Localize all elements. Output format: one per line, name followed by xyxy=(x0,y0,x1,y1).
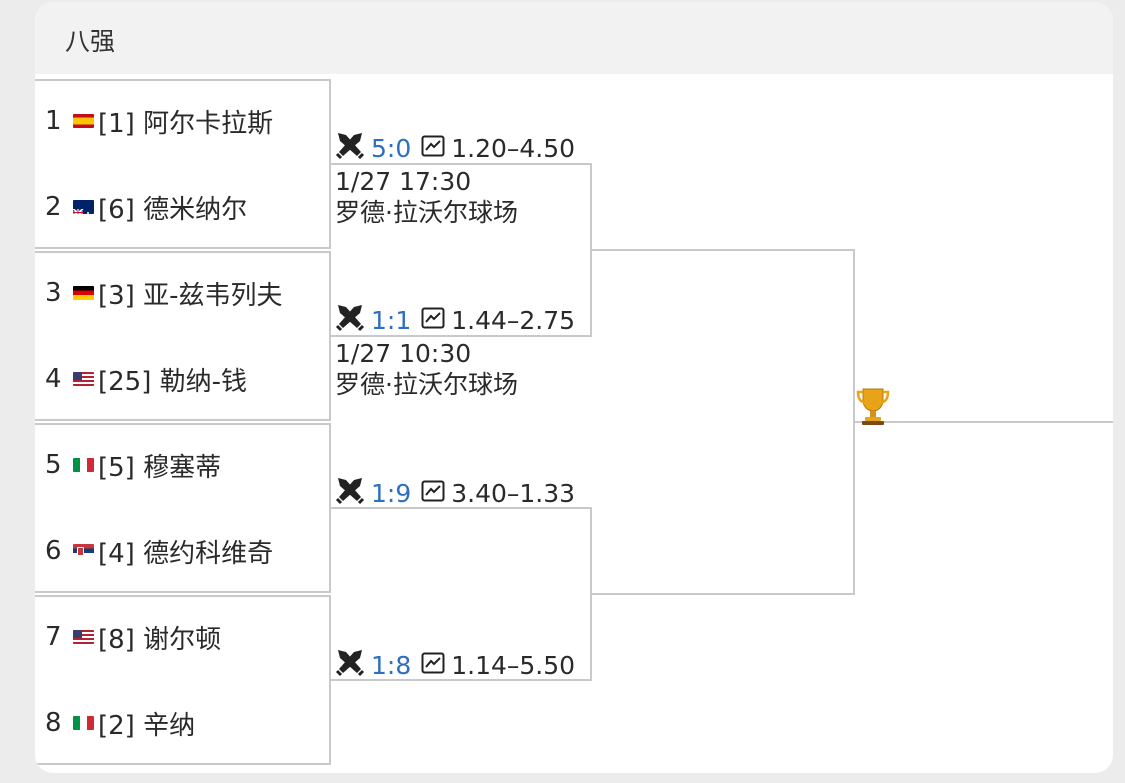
player-row[interactable]: 8 [2] 辛纳 xyxy=(45,703,195,743)
bracket-line xyxy=(590,507,592,681)
match-score[interactable]: 5:0 xyxy=(371,133,412,163)
player-name: [1] 阿尔卡拉斯 xyxy=(98,108,274,139)
australia-flag-icon xyxy=(73,200,94,214)
match-score[interactable]: 1:9 xyxy=(371,478,412,508)
player-row[interactable]: 7 [8] 谢尔顿 xyxy=(45,617,221,657)
match-time: 1/27 10:30 xyxy=(335,339,472,368)
player-name: [5] 穆塞蒂 xyxy=(98,452,222,483)
player-number: 3 xyxy=(45,278,62,308)
germany-flag-icon xyxy=(73,286,94,300)
bracket-line xyxy=(590,163,592,337)
player-name: [6] 德米纳尔 xyxy=(98,194,248,225)
player-row[interactable]: 5 [5] 穆塞蒂 xyxy=(45,445,221,485)
match-pair-1[interactable]: 1 [1] 阿尔卡拉斯 2 [6] 德米纳尔 xyxy=(35,79,331,249)
line-chart-icon xyxy=(421,306,445,335)
bracket-line xyxy=(853,249,855,595)
round-title: 八强 xyxy=(65,27,116,56)
player-row[interactable]: 2 [6] 德米纳尔 xyxy=(45,187,247,227)
player-number: 8 xyxy=(45,708,62,738)
match-pair-4[interactable]: 7 [8] 谢尔顿 8 [2] 辛纳 xyxy=(35,595,331,765)
match-time: 1/27 17:30 xyxy=(335,167,472,196)
match-odds: 1.14–5.50 xyxy=(451,650,576,680)
player-row[interactable]: 4 [25] 勒纳-钱 xyxy=(45,359,247,399)
crossed-swords-icon xyxy=(335,647,365,683)
match-odds: 1.44–2.75 xyxy=(451,305,576,335)
player-number: 5 xyxy=(45,450,62,480)
italy-flag-icon xyxy=(73,716,94,730)
match-schedule-2: 1/27 10:30 罗德·拉沃尔球场 xyxy=(335,338,518,400)
bracket-card: 八强 1 [1] 阿尔卡拉斯 2 [6] 德米纳尔 3 [3] 亚-兹韦列夫 xyxy=(35,2,1113,773)
player-list: 1 [1] 阿尔卡拉斯 2 [6] 德米纳尔 3 [3] 亚-兹韦列夫 4 xyxy=(35,79,331,767)
bracket-line xyxy=(331,163,592,165)
trophy-icon[interactable] xyxy=(855,386,891,426)
serbia-flag-icon xyxy=(73,544,94,558)
match-pair-2[interactable]: 3 [3] 亚-兹韦列夫 4 [25] 勒纳-钱 xyxy=(35,251,331,421)
player-name: [8] 谢尔顿 xyxy=(98,624,222,655)
line-chart-icon xyxy=(421,479,445,508)
player-row[interactable]: 1 [1] 阿尔卡拉斯 xyxy=(45,101,273,141)
match-score[interactable]: 1:1 xyxy=(371,305,412,335)
player-row[interactable]: 3 [3] 亚-兹韦列夫 xyxy=(45,273,282,313)
match-info-2[interactable]: 1:1 1.44–2.75 xyxy=(335,302,575,338)
match-info-3[interactable]: 1:9 3.40–1.33 xyxy=(335,475,575,511)
player-name: [2] 辛纳 xyxy=(98,710,196,741)
player-number: 7 xyxy=(45,622,62,652)
bracket-line xyxy=(331,679,592,681)
match-venue: 罗德·拉沃尔球场 xyxy=(335,370,518,399)
player-name: [4] 德约科维奇 xyxy=(98,538,274,569)
italy-flag-icon xyxy=(73,458,94,472)
line-chart-icon xyxy=(421,134,445,163)
match-info-4[interactable]: 1:8 1.14–5.50 xyxy=(335,647,575,683)
bracket-line xyxy=(855,421,1113,423)
bracket-header: 八强 xyxy=(35,2,1113,74)
bracket-line xyxy=(331,335,592,337)
player-name: [25] 勒纳-钱 xyxy=(98,366,248,397)
bracket-line xyxy=(592,249,855,251)
usa-flag-icon xyxy=(73,372,94,386)
player-number: 1 xyxy=(45,106,62,136)
crossed-swords-icon xyxy=(335,475,365,511)
player-name: [3] 亚-兹韦列夫 xyxy=(98,280,283,311)
line-chart-icon xyxy=(421,651,445,680)
bracket-line xyxy=(331,507,592,509)
bracket-line xyxy=(592,593,855,595)
match-score[interactable]: 1:8 xyxy=(371,650,412,680)
crossed-swords-icon xyxy=(335,130,365,166)
usa-flag-icon xyxy=(73,630,94,644)
crossed-swords-icon xyxy=(335,302,365,338)
match-odds: 3.40–1.33 xyxy=(451,478,576,508)
player-number: 2 xyxy=(45,192,62,222)
spain-flag-icon xyxy=(73,114,94,128)
match-schedule-1: 1/27 17:30 罗德·拉沃尔球场 xyxy=(335,166,518,228)
match-odds: 1.20–4.50 xyxy=(451,133,576,163)
player-row[interactable]: 6 [4] 德约科维奇 xyxy=(45,531,273,571)
player-number: 6 xyxy=(45,536,62,566)
player-number: 4 xyxy=(45,364,62,394)
match-venue: 罗德·拉沃尔球场 xyxy=(335,198,518,227)
match-pair-3[interactable]: 5 [5] 穆塞蒂 6 [4] 德约科维奇 xyxy=(35,423,331,593)
match-info-1[interactable]: 5:0 1.20–4.50 xyxy=(335,130,575,166)
